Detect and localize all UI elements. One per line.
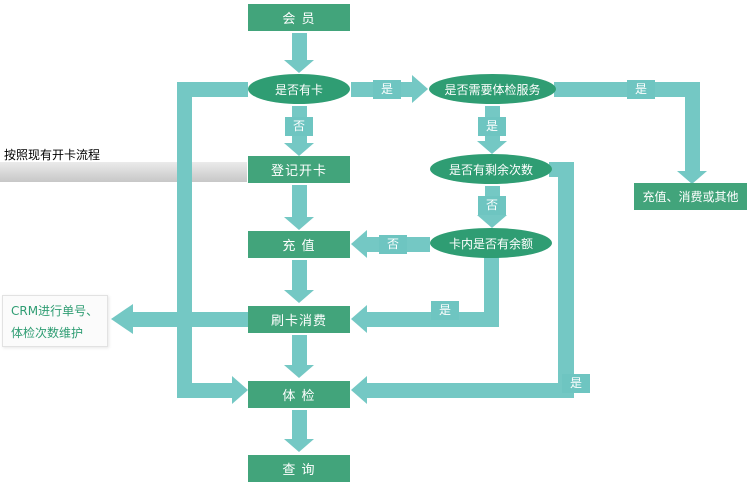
node-member: 会 员	[248, 4, 350, 31]
connector-register-recharge-arrowhead	[284, 217, 314, 230]
connector-balance-swipe-vbar	[484, 256, 499, 319]
node-crm-maintenance: CRM进行单号、 体检次数维护	[2, 295, 108, 347]
node-recharge: 充 值	[248, 231, 350, 258]
edge-label-remaining-no: 否	[478, 196, 506, 215]
connector-register-recharge-bar	[292, 185, 307, 217]
connector-member-hascard-arrowhead	[284, 60, 314, 73]
crm-line-2: 体检次数维护	[11, 326, 84, 340]
connector-balance-recharge-arrowhead	[351, 230, 367, 258]
connector-hascard-exam-vbar	[177, 82, 192, 398]
connector-remaining-exam-arrowhead	[351, 376, 367, 404]
node-card-has-balance: 卡内是否有余额	[430, 228, 552, 258]
node-need-exam-service: 是否需要体检服务	[429, 74, 556, 104]
node-swipe-card-consume: 刷卡消费	[248, 306, 350, 333]
connector-hascard-exam-arrowhead	[232, 376, 248, 404]
edge-label-need-exam-yes-right: 是	[627, 80, 655, 99]
node-has-card: 是否有卡	[248, 74, 350, 104]
node-register-card: 登记开卡	[248, 156, 350, 183]
connector-needexam-remaining-arrowhead	[477, 141, 507, 154]
connector-remaining-exam-stub	[549, 162, 560, 177]
connector-balance-swipe-arrowhead	[351, 305, 367, 333]
edge-label-balance-no: 否	[379, 235, 407, 254]
node-query: 查 询	[248, 455, 350, 482]
connector-swipe-crm-arrowhead	[111, 304, 133, 334]
node-has-remaining-times: 是否有剩余次数	[430, 154, 552, 184]
annotation-bar	[0, 162, 247, 182]
connector-exam-query-bar	[292, 410, 307, 439]
edge-label-has-card-yes: 是	[373, 80, 401, 99]
edge-label-balance-yes: 是	[431, 301, 459, 320]
connector-swipe-exam-bar	[292, 335, 307, 365]
connector-exam-query-arrowhead	[284, 439, 314, 452]
connector-hascard-exam-bottomstub	[190, 383, 232, 398]
connector-remaining-exam-vbar	[558, 162, 574, 398]
connector-hascard-needexam-arrowhead	[412, 75, 428, 103]
annotation-text: 按照现有开卡流程	[4, 148, 101, 162]
edge-label-remaining-yes: 是	[562, 374, 590, 393]
node-recharge-consume-other: 充值、消费或其他	[634, 183, 747, 210]
connector-recharge-swipe-bar	[292, 260, 307, 290]
edge-label-need-exam-yes-down: 是	[478, 117, 506, 136]
connector-needexam-other-arrowhead	[677, 171, 707, 184]
connector-swipe-exam-arrowhead	[284, 365, 314, 378]
crm-line-1: CRM进行单号、	[11, 304, 99, 318]
connector-recharge-swipe-arrowhead	[284, 290, 314, 303]
connector-remaining-exam-hbar	[367, 383, 574, 398]
node-physical-exam: 体 检	[248, 381, 350, 408]
edge-label-has-card-no: 否	[285, 117, 313, 136]
connector-member-hascard-bar	[292, 33, 307, 60]
connector-remaining-balance-arrowhead	[477, 215, 507, 228]
connector-hascard-register-arrowhead	[284, 143, 314, 156]
connector-needexam-other-vbar	[685, 82, 700, 171]
connector-hascard-exam-topstub	[190, 82, 248, 97]
